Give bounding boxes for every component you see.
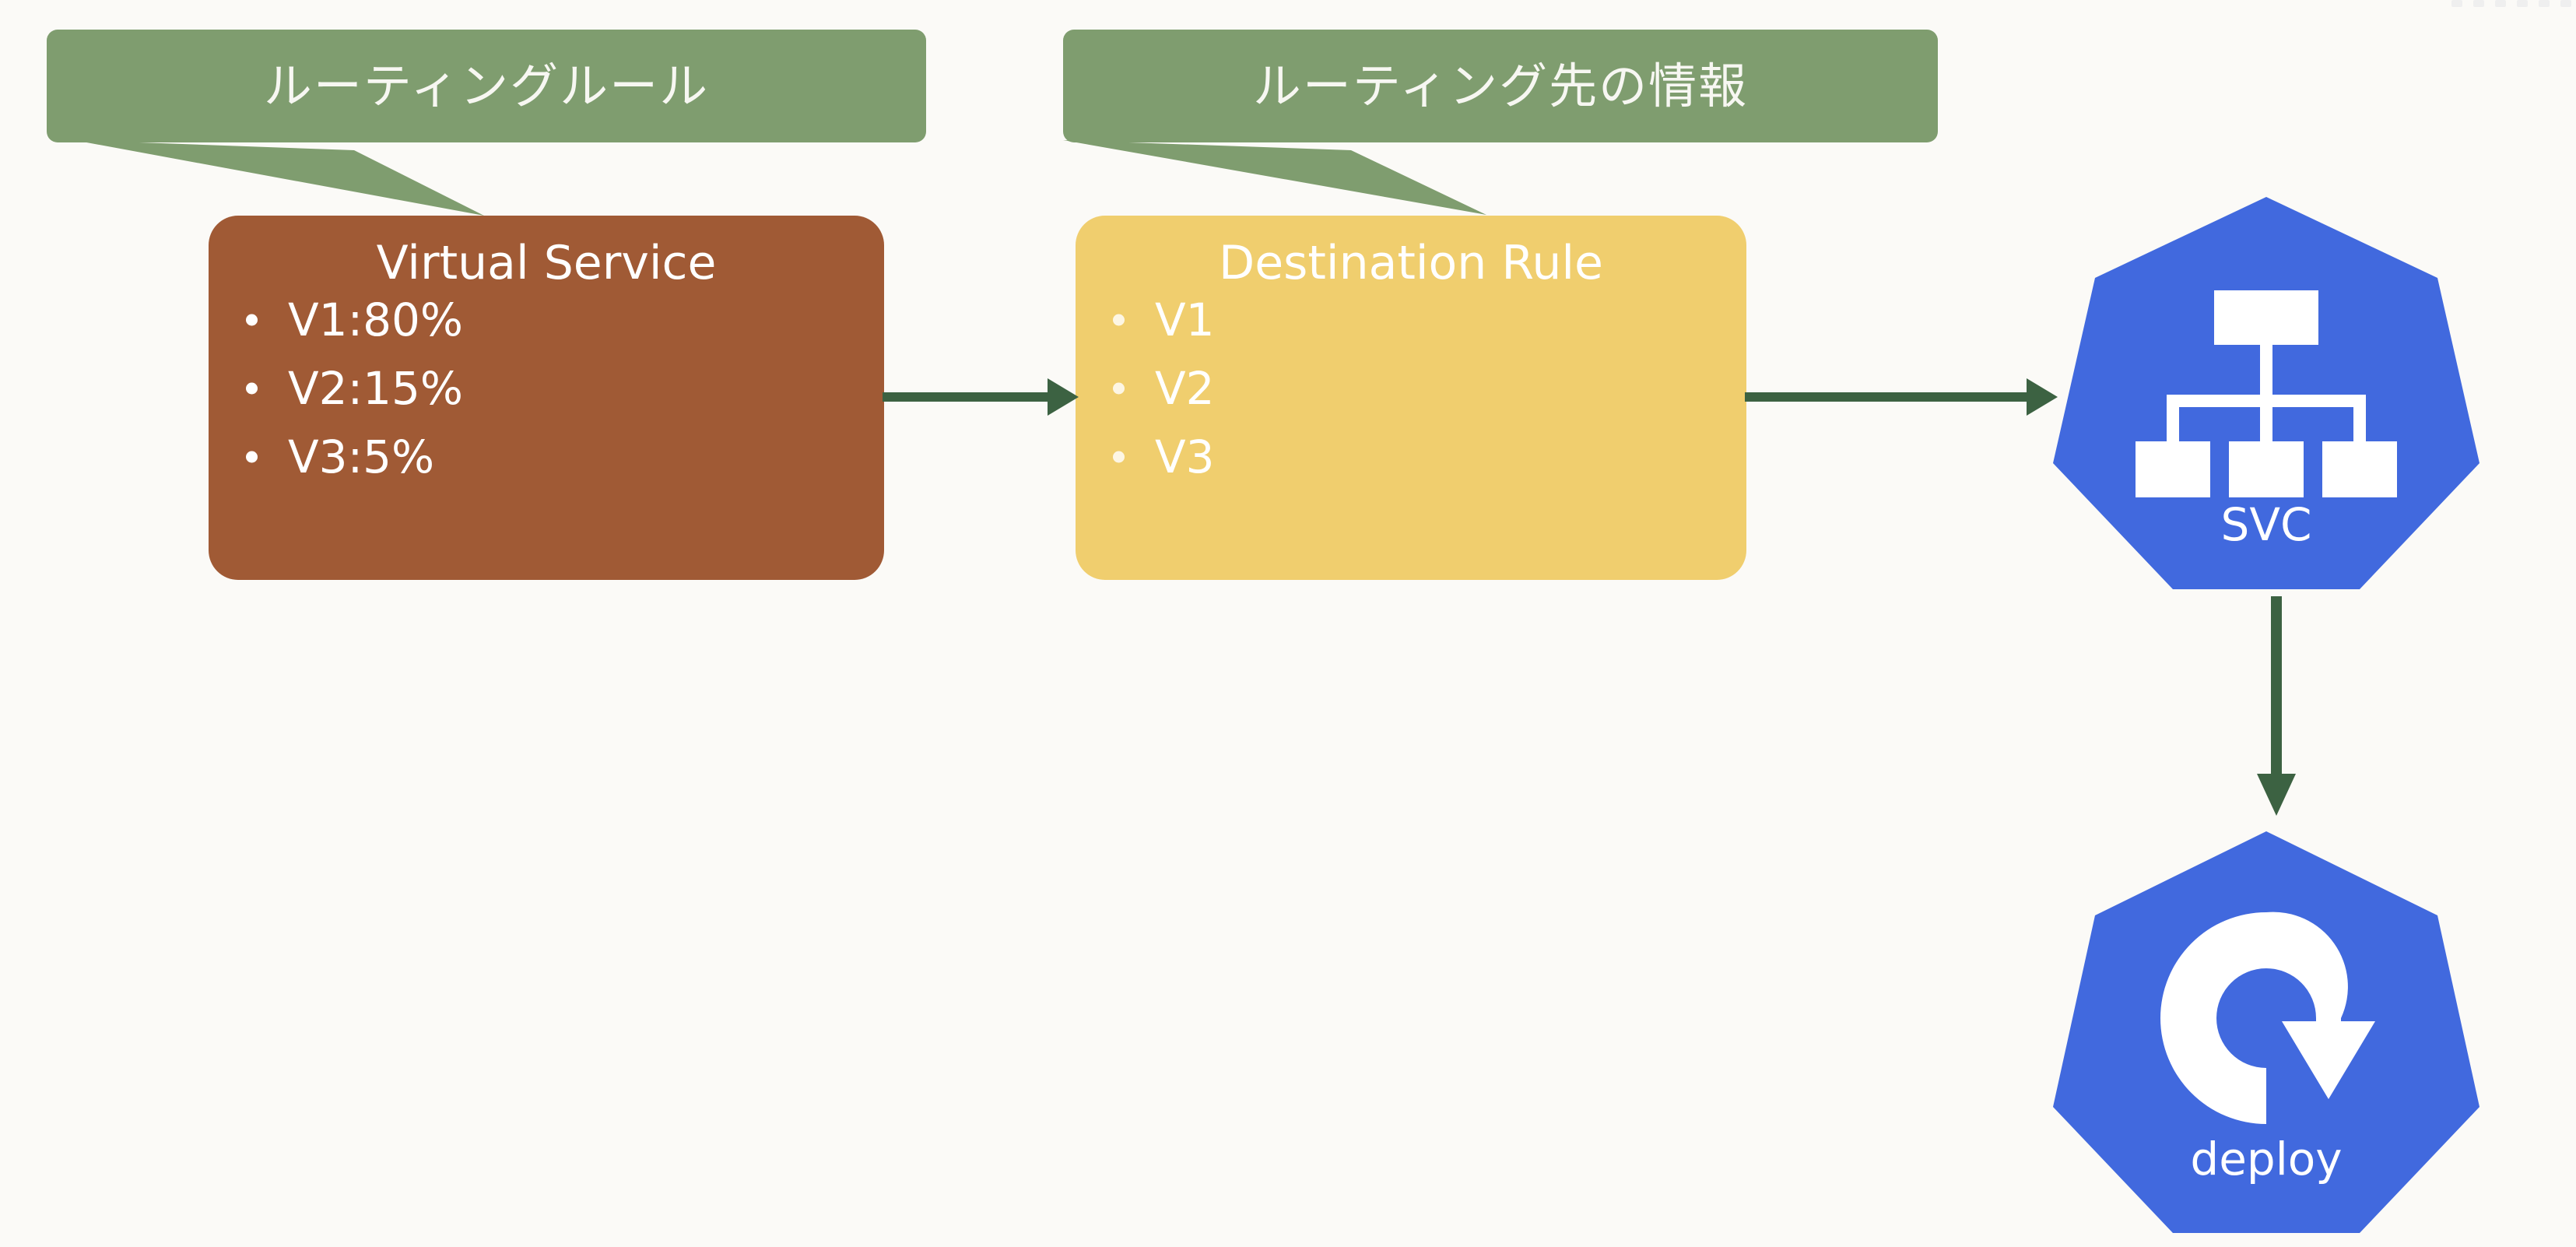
artifact-glyph xyxy=(2473,0,2484,7)
destination-rule-title: Destination Rule xyxy=(1219,236,1603,290)
arrow-vs-to-dr xyxy=(883,378,1079,416)
list-item-label: V1:80% xyxy=(288,293,464,346)
virtual-service-title: Virtual Service xyxy=(376,236,717,290)
destination-rule-list: V1 V2 V3 xyxy=(1076,297,1746,479)
list-item: V3:5% xyxy=(232,434,884,479)
bullet-icon xyxy=(1113,382,1125,395)
kubernetes-service-icon xyxy=(2053,197,2479,589)
list-item-label: V1 xyxy=(1155,293,1215,346)
routing-destination-callout-label: ルーティング先の情報 xyxy=(1252,57,1749,114)
bullet-icon xyxy=(246,314,258,326)
cropped-toolbar-artifact xyxy=(2451,0,2576,12)
routing-rule-callout: ルーティングルール xyxy=(47,30,926,142)
arrow-svc-to-deploy xyxy=(2257,596,2296,816)
routing-destination-callout: ルーティング先の情報 xyxy=(1063,30,1938,142)
routing-rule-callout-label: ルーティングルール xyxy=(263,57,710,114)
svc-node[interactable]: SVC xyxy=(2048,191,2484,595)
arrow-dr-to-svc xyxy=(1745,378,2058,416)
bullet-icon xyxy=(246,382,258,395)
list-item-label: V3 xyxy=(1155,430,1215,483)
list-item: V3 xyxy=(1099,434,1746,479)
list-item-label: V2:15% xyxy=(288,362,464,415)
bullet-icon xyxy=(246,451,258,463)
list-item-label: V3:5% xyxy=(288,430,435,483)
list-item: V1 xyxy=(1099,297,1746,342)
list-item: V1:80% xyxy=(232,297,884,342)
list-item-label: V2 xyxy=(1155,362,1215,415)
bullet-icon xyxy=(1113,314,1125,326)
virtual-service-card[interactable]: Virtual Service V1:80% V2:15% V3:5% xyxy=(209,216,884,580)
bullet-icon xyxy=(1113,451,1125,463)
deploy-node[interactable]: deploy xyxy=(2048,825,2484,1245)
list-item: V2 xyxy=(1099,366,1746,411)
artifact-glyph xyxy=(2495,0,2506,7)
list-item: V2:15% xyxy=(232,366,884,411)
artifact-glyph xyxy=(2517,0,2528,7)
artifact-glyph xyxy=(2451,0,2462,7)
destination-rule-card[interactable]: Destination Rule V1 V2 V3 xyxy=(1076,216,1746,580)
kubernetes-deployment-icon xyxy=(2053,831,2479,1233)
virtual-service-list: V1:80% V2:15% V3:5% xyxy=(209,297,884,479)
artifact-glyph xyxy=(2560,0,2571,7)
artifact-glyph xyxy=(2539,0,2550,7)
